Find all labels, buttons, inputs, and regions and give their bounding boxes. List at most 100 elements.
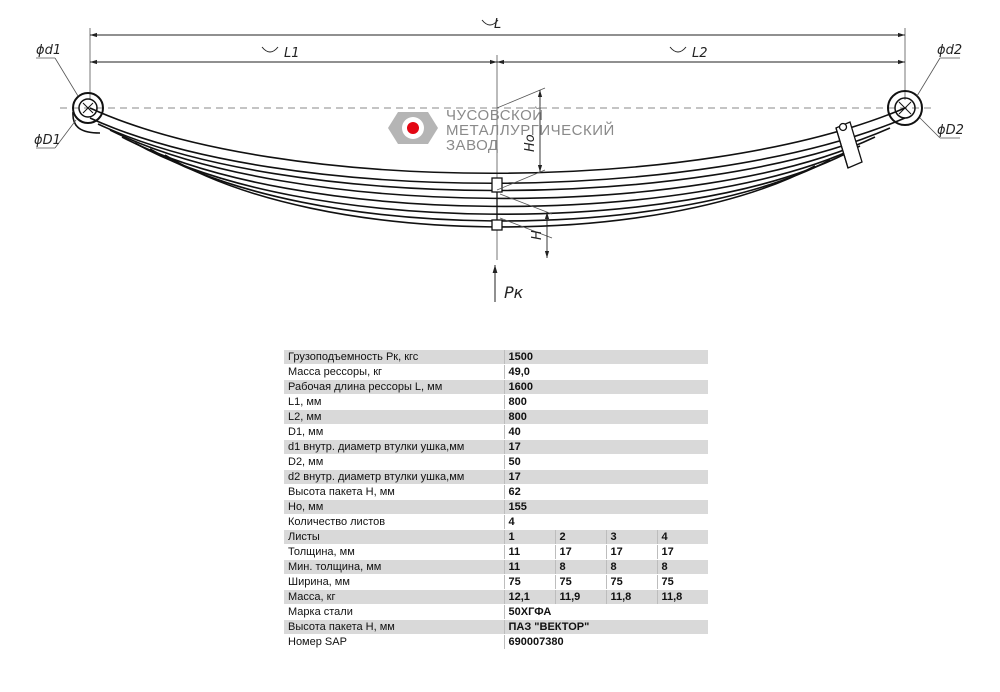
spec-label: Количество листов	[284, 514, 505, 530]
logo-mark-icon	[388, 112, 438, 144]
spec-label: d1 внутр. диаметр втулки ушка,мм	[284, 439, 505, 455]
label-D1: ϕD1	[34, 133, 61, 148]
spec-label: Ширина, мм	[284, 574, 505, 590]
spec-label: Номер SAP	[284, 634, 505, 650]
rebound-clip	[835, 121, 863, 169]
dimension-Ho: Ho	[496, 87, 546, 191]
spec-value: 17	[504, 469, 709, 485]
label-L2: L2	[692, 46, 708, 61]
leaf-spring-drawing: L L1 L2	[34, 17, 964, 302]
center-bolt	[491, 177, 503, 231]
spec-value: 4	[504, 514, 709, 530]
label-d1: ϕd1	[36, 43, 61, 58]
spec-label: Высота пакета H, мм	[284, 484, 505, 500]
spec-label: L1, мм	[284, 394, 505, 410]
spec-value: 800	[504, 394, 709, 410]
spec-value: 3	[606, 529, 658, 545]
spec-value: 8	[606, 559, 658, 575]
spec-value: 50	[504, 454, 709, 470]
label-D2: ϕD2	[937, 123, 964, 138]
spec-label: Марка стали	[284, 604, 505, 620]
company-logo: ЧУСОВСКОЙ МЕТАЛЛУРГИЧЕСКИЙ ЗАВОД	[388, 106, 615, 154]
label-L1: L1	[284, 46, 300, 61]
front-eye	[72, 92, 104, 134]
spec-label: Мин. толщина, мм	[284, 559, 505, 575]
spec-value: 75	[606, 574, 658, 590]
dimension-L: L	[90, 17, 905, 38]
spec-value: 17	[606, 544, 658, 560]
logo-line-1: ЧУСОВСКОЙ	[446, 106, 544, 124]
spec-value: 8	[657, 559, 709, 575]
dimension-L2: L2	[497, 46, 905, 65]
diameter-leaders	[36, 57, 960, 149]
rear-eye	[887, 90, 923, 126]
label-d2: ϕd2	[937, 43, 962, 58]
logo-line-2: МЕТАЛЛУРГИЧЕСКИЙ	[446, 121, 615, 139]
spec-label: Рабочая длина рессоры L, мм	[284, 379, 505, 395]
spec-value: 8	[555, 559, 607, 575]
logo-line-3: ЗАВОД	[446, 137, 499, 154]
spec-value: 17	[555, 544, 607, 560]
spec-label: D1, мм	[284, 424, 505, 440]
label-Pk: Pк	[504, 283, 524, 302]
spec-value: 75	[555, 574, 607, 590]
dimension-L1: L1	[90, 46, 497, 65]
spec-label: d2 внутр. диаметр втулки ушка,мм	[284, 469, 505, 485]
spec-value: 75	[504, 574, 556, 590]
spec-value: 690007380	[504, 634, 709, 650]
spec-value: 12,1	[504, 589, 556, 605]
spec-value: 11	[504, 559, 556, 575]
spec-value: 155	[504, 499, 709, 515]
spec-label: Масса рессоры, кг	[284, 364, 505, 380]
dimension-H: H	[499, 193, 553, 258]
spec-label: L2, мм	[284, 409, 505, 425]
spec-value: 1500	[504, 350, 709, 365]
spec-value: 1	[504, 529, 556, 545]
spec-value: 40	[504, 424, 709, 440]
spec-value: 2	[555, 529, 607, 545]
spec-label: Грузоподъемность Pк, кгс	[284, 350, 505, 365]
spec-label: Толщина, мм	[284, 544, 505, 560]
spec-value: 11	[504, 544, 556, 560]
spec-value: 11,9	[555, 589, 607, 605]
spec-value: 50ХГФА	[504, 604, 709, 620]
spec-label: D2, мм	[284, 454, 505, 470]
spec-value: 11,8	[606, 589, 658, 605]
spec-value: 17	[657, 544, 709, 560]
spec-label: Масса, кг	[284, 589, 505, 605]
spec-value: 62	[504, 484, 709, 500]
spec-value: 75	[657, 574, 709, 590]
spec-value: 49,0	[504, 364, 709, 380]
spec-value: ПАЗ "ВЕКТОР"	[504, 619, 709, 635]
label-H: H	[530, 230, 545, 240]
spec-label: Листы	[284, 529, 505, 545]
label-Ho: Ho	[523, 134, 538, 152]
spec-label: Высота пакета H, мм	[284, 619, 505, 635]
spring-leaves	[89, 107, 906, 228]
spec-value: 800	[504, 409, 709, 425]
label-L: L	[494, 17, 501, 32]
spec-value: 11,8	[657, 589, 709, 605]
load-arrow: Pк	[492, 265, 524, 302]
